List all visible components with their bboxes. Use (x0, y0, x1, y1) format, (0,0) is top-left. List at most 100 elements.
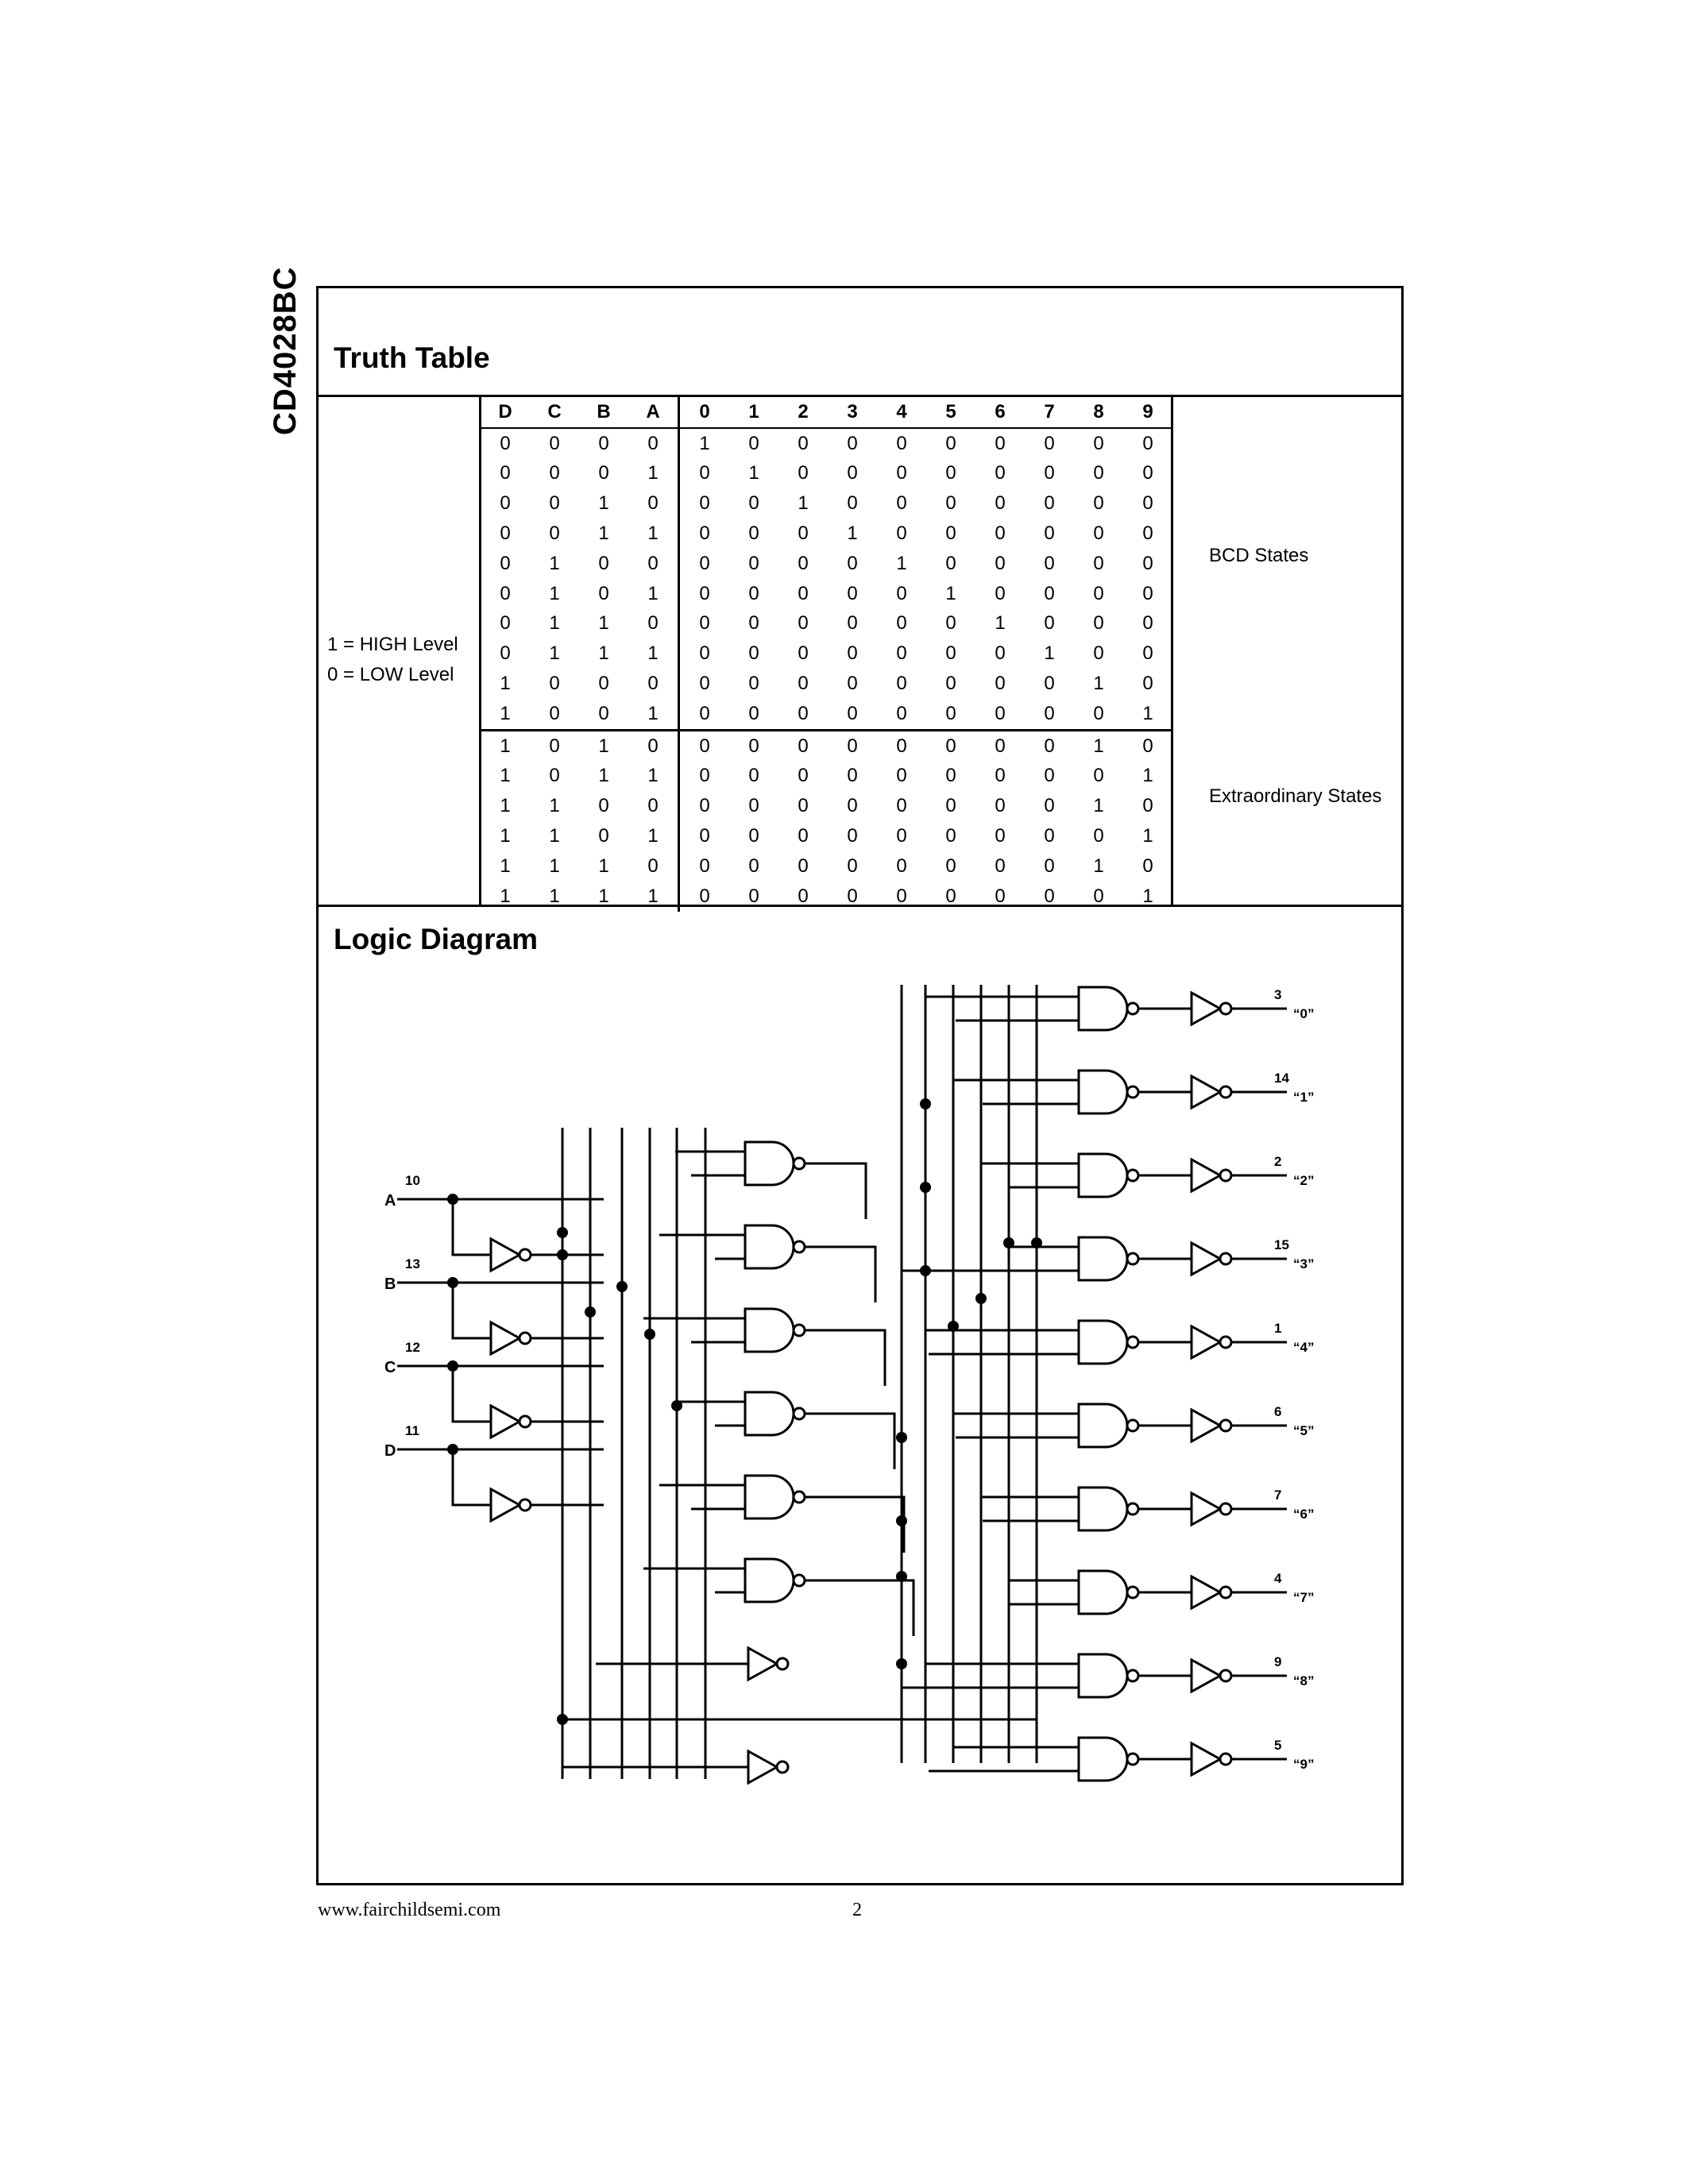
table-cell: 0 (699, 702, 710, 724)
table-cell: 0 (1093, 885, 1104, 907)
inversion-bubble (775, 1657, 790, 1671)
table-cell: 0 (945, 885, 956, 907)
table-cell: 0 (748, 523, 759, 545)
table-cell: 1 (549, 825, 560, 847)
inversion-bubble (1126, 1669, 1140, 1683)
table-cell: 0 (847, 673, 858, 695)
table-cell: 0 (945, 795, 956, 817)
table-cell: 0 (798, 552, 809, 574)
table-cell: 0 (1142, 432, 1153, 454)
table-cell: 0 (945, 825, 956, 847)
junction-dot (896, 1658, 907, 1669)
table-cell: 0 (1093, 523, 1104, 545)
table-cell: 0 (847, 462, 858, 484)
truth-table-title: Truth Table (334, 341, 490, 374)
column-header-0: 0 (678, 397, 729, 429)
table-cell: 0 (549, 523, 560, 545)
table-cell: 0 (729, 728, 778, 762)
nand-gate (1077, 986, 1129, 1032)
table-cell: 0 (1044, 612, 1055, 635)
inversion-bubble (518, 1498, 532, 1512)
table-cell: 1 (628, 698, 680, 731)
table-cell: 0 (847, 492, 858, 515)
inverter-gate (1190, 1157, 1223, 1194)
column-header-6: 6 (975, 397, 1025, 429)
table-cell: 0 (1093, 552, 1104, 574)
nand-gate (744, 1224, 795, 1270)
table-cell: 0 (896, 523, 907, 545)
table-cell: 0 (549, 702, 560, 724)
inverter-gate (1190, 1491, 1223, 1527)
table-cell: 0 (748, 855, 759, 877)
table-cell: 1 (628, 458, 680, 489)
table-cell: 0 (995, 492, 1006, 515)
nand-gate (1077, 1653, 1129, 1699)
table-cell: 0 (896, 462, 907, 484)
diagram-label: “2” (1293, 1173, 1314, 1188)
table-cell: 0 (847, 885, 858, 907)
table-cell: 1 (549, 582, 560, 604)
inversion-bubble (792, 1406, 806, 1421)
table-cell: 1 (1093, 673, 1104, 695)
inversion-bubble (518, 1414, 532, 1429)
table-cell: 0 (798, 765, 809, 787)
diagram-label: 4 (1274, 1571, 1282, 1586)
diagram-label: B (384, 1275, 396, 1293)
table-cell: 1 (1093, 795, 1104, 817)
table-cell: 0 (995, 673, 1006, 695)
junction-dot (896, 1432, 907, 1443)
table-cell: 0 (847, 702, 858, 724)
table-cell: 0 (598, 432, 609, 454)
inverter-gate (1190, 1407, 1223, 1444)
table-cell: 0 (945, 612, 956, 635)
table-cell: 0 (1142, 673, 1153, 695)
inversion-bubble (1126, 1418, 1140, 1433)
table-cell: 1 (500, 885, 511, 907)
table-cell: 0 (549, 462, 560, 484)
diagram-label: 5 (1274, 1738, 1281, 1753)
table-cell: 0 (748, 702, 759, 724)
table-cell: 0 (1044, 582, 1055, 604)
table-cell: 0 (598, 825, 609, 847)
table-cell: 0 (500, 432, 511, 454)
table-cell: 0 (847, 582, 858, 604)
table-cell: 0 (699, 642, 710, 665)
table-cell: 0 (798, 673, 809, 695)
table-cell: 1 (549, 885, 560, 907)
table-cell: 0 (1044, 673, 1055, 695)
table-cell: 0 (1093, 582, 1104, 604)
table-cell: 0 (1044, 523, 1055, 545)
table-cell: 0 (1093, 765, 1104, 787)
table-cell: 0 (678, 728, 729, 762)
junction-dot (616, 1281, 628, 1292)
inversion-bubble (792, 1323, 806, 1337)
table-cell: 1 (798, 492, 809, 515)
table-cell: 0 (896, 885, 907, 907)
table-cell: 1 (1142, 765, 1153, 787)
inversion-bubble (1219, 1669, 1233, 1683)
table-cell: 0 (896, 673, 907, 695)
inversion-bubble (1126, 1252, 1140, 1266)
table-cell: 0 (628, 548, 680, 579)
diagram-label: “9” (1293, 1757, 1314, 1772)
table-cell: 1 (1142, 825, 1153, 847)
nand-gate (1077, 1069, 1129, 1115)
table-cell: 0 (699, 855, 710, 877)
table-cell: 0 (1142, 462, 1153, 484)
table-cell: 0 (798, 432, 809, 454)
table-cell: 0 (847, 795, 858, 817)
diagram-label: 7 (1274, 1488, 1281, 1503)
inversion-bubble (518, 1331, 532, 1345)
diagram-label: “8” (1293, 1673, 1314, 1688)
nand-gate (1077, 1152, 1129, 1198)
inversion-bubble (1219, 1168, 1233, 1183)
table-cell: 0 (1142, 552, 1153, 574)
table-cell: 0 (877, 728, 926, 762)
nand-gate (1077, 1486, 1129, 1532)
